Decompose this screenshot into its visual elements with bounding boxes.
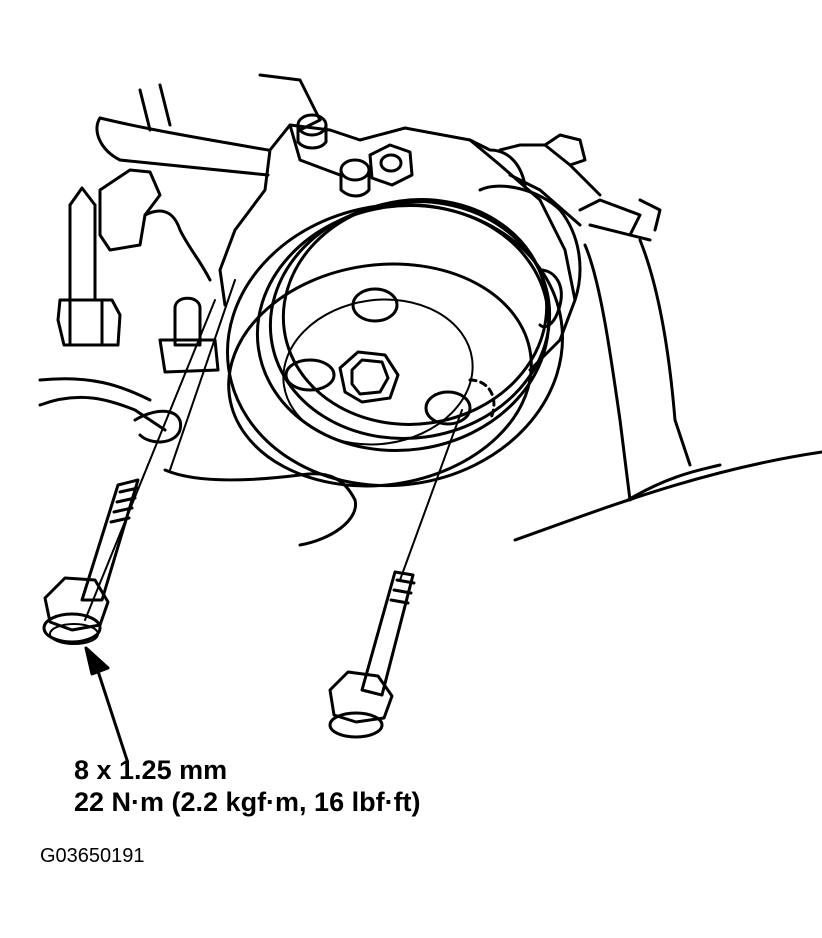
left-stud [56,186,122,347]
pump-pulley [225,198,565,488]
bolt-leader-lines [84,279,463,621]
pump-body [218,73,582,372]
right-mounting-bolt [328,570,416,739]
left-mounting-bolt [42,478,140,645]
engine-block-outline [38,377,822,547]
pump-top-bolts [296,113,414,198]
figure-id: G03650191 [40,845,145,867]
pulley-center-nut [338,350,400,404]
pressure-hose [498,133,692,502]
torque-spec-label: 22 N·m (2.2 kgf·m, 16 lbf·ft) [74,787,421,817]
bolt-size-label: 8 x 1.25 mm [74,755,228,785]
engine-bracket [98,168,212,282]
middle-stud-nut [158,296,220,374]
upper-hose [95,83,270,177]
callout-arrow [84,646,129,762]
